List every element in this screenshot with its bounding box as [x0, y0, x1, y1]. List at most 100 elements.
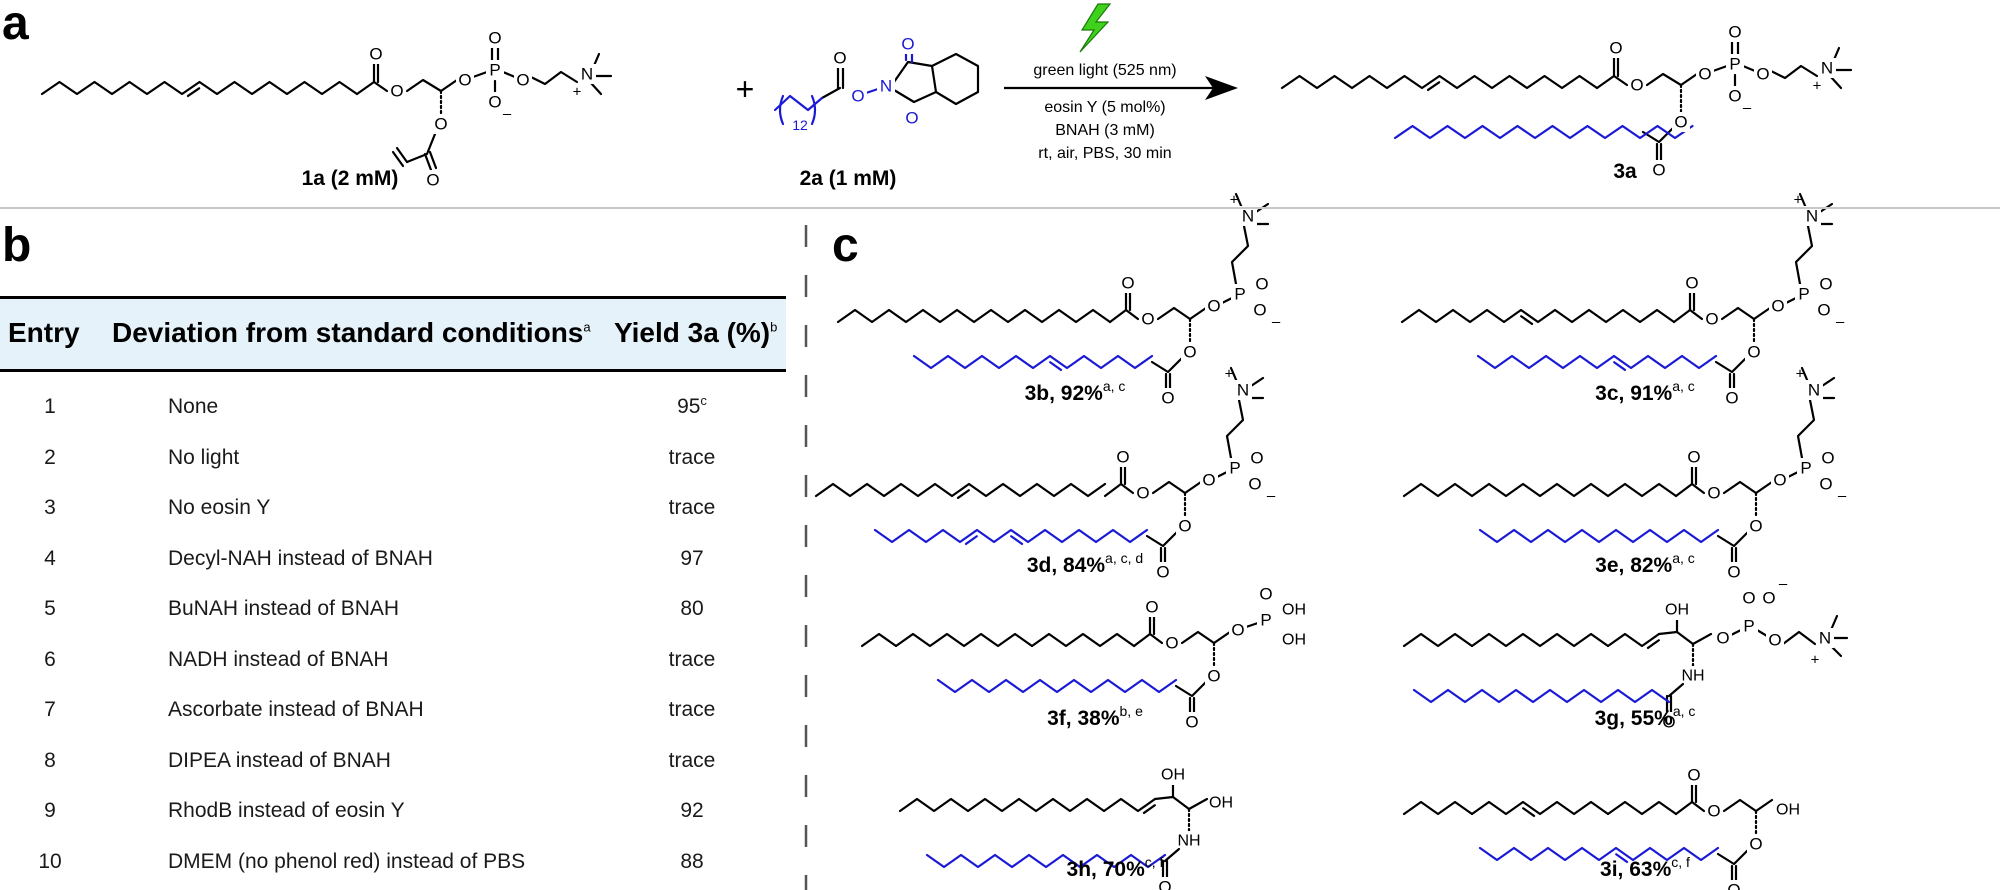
- atom-o: O: [1773, 471, 1786, 490]
- atom-n: N: [1808, 381, 1820, 400]
- atom-o: O: [1207, 297, 1220, 316]
- header-entry: Entry: [8, 317, 80, 348]
- atom-o: O: [1821, 449, 1834, 468]
- row-entry: 3: [44, 496, 56, 519]
- bond-path: [1180, 630, 1232, 645]
- lightning-icon: [1079, 3, 1112, 53]
- bond-path: [1225, 398, 1245, 460]
- atom-mask: [1154, 562, 1172, 582]
- atom-mask: [1119, 273, 1137, 293]
- atom-mask: [1239, 206, 1257, 226]
- atom-mask: [1253, 274, 1271, 294]
- atom-mask: [456, 70, 474, 90]
- atom-o: O: [1687, 448, 1700, 467]
- atom-mask: [1771, 470, 1789, 490]
- atom-oh: OH: [1209, 795, 1233, 812]
- atom-minus: –: [1272, 314, 1281, 331]
- bond: [1220, 296, 1234, 305]
- atom-o: O: [1707, 484, 1720, 503]
- reaction-arrow: [1004, 76, 1238, 100]
- atom-o: O: [1771, 297, 1784, 316]
- atom-plus: +: [1796, 366, 1805, 383]
- atom-o: O: [1165, 634, 1178, 653]
- bond-path: [1153, 795, 1209, 811]
- row-deviation: RhodB instead of eosin Y: [168, 799, 405, 822]
- bond: [1426, 81, 1441, 92]
- atom-nh: NH: [1681, 668, 1704, 685]
- atom-p: P: [1729, 55, 1740, 74]
- bond: [395, 146, 409, 164]
- row-entry: 5: [44, 597, 56, 620]
- atom-o: O: [1756, 65, 1769, 84]
- row-yield: 92: [680, 799, 704, 822]
- atom-mask: [1183, 712, 1201, 732]
- atom-mask: [1795, 284, 1813, 304]
- bond-path: [836, 308, 1112, 324]
- atom-mask: [1176, 516, 1194, 536]
- compound-3f-label: 3f, 38%b, e: [1047, 703, 1143, 730]
- atom-mask: [1769, 296, 1787, 316]
- atom-plus: +: [1813, 78, 1822, 95]
- bond: [589, 81, 603, 96]
- panel-b-letter: b: [2, 219, 32, 272]
- row-entry: 2: [44, 445, 56, 469]
- atom-o: O: [1662, 713, 1675, 732]
- atom-mask: [1231, 284, 1249, 304]
- atom-mask: [1805, 380, 1823, 400]
- atom-o: O: [488, 93, 501, 112]
- row-yield: 97: [680, 546, 704, 570]
- atom-o: O: [1259, 585, 1272, 604]
- atom-oh: OH: [1282, 632, 1306, 649]
- atom-o: O: [1727, 881, 1740, 890]
- atom-o: O: [1161, 389, 1174, 408]
- atom-mask: [1163, 633, 1181, 653]
- atom-mask: [1725, 880, 1743, 890]
- bond-path: [898, 797, 1157, 813]
- row-deviation: DIPEA instead of BNAH: [168, 748, 391, 772]
- bond: [1215, 470, 1229, 479]
- atom-mask: [1726, 22, 1744, 42]
- atom-o: O: [1685, 274, 1698, 293]
- bond-path: [1781, 630, 1817, 646]
- row-yield: trace: [668, 698, 716, 721]
- atom-mask: [1257, 584, 1275, 604]
- atom-mask: [1740, 588, 1758, 608]
- atom-n: N: [1806, 207, 1818, 226]
- atom-mask: [1650, 160, 1668, 180]
- bond-path: [1674, 482, 1706, 498]
- row-entry: 8: [44, 748, 56, 772]
- bond: [1741, 64, 1757, 73]
- table-header: Entry Deviation from standard conditions…: [0, 296, 786, 372]
- atom-o: O: [1728, 87, 1741, 106]
- atom-o: O: [1185, 713, 1198, 732]
- repeat-bracket: [778, 94, 817, 126]
- atom-o: O: [901, 35, 914, 54]
- atom-mask: [1797, 458, 1815, 478]
- panel-c-letter: c: [832, 219, 859, 272]
- bond-path: [930, 52, 980, 106]
- atom-o: O: [1202, 471, 1215, 490]
- atom-mask: [1257, 610, 1275, 630]
- atom-o: O: [1749, 835, 1762, 854]
- bond-path: [1151, 480, 1203, 495]
- atom-mask: [486, 92, 504, 112]
- atom-o: O: [833, 49, 846, 68]
- condition-reductant: BNAH (3 mM): [1055, 122, 1155, 139]
- bond-path: [1714, 356, 1748, 374]
- bond: [964, 535, 978, 546]
- atom-mask: [1246, 474, 1264, 494]
- atom-mask: [578, 64, 596, 84]
- atom-mask: [1248, 448, 1266, 468]
- atom-plus: +: [1230, 192, 1239, 209]
- bond-path: [1145, 530, 1179, 548]
- bond: [1234, 192, 1244, 210]
- condition-catalyst: eosin Y (5 mol%): [1044, 99, 1165, 116]
- bond-path: [405, 78, 459, 93]
- atom-mask: [1685, 765, 1703, 785]
- atom-mask: [1285, 630, 1303, 650]
- atom-n: N: [1242, 207, 1254, 226]
- row-entry: 6: [44, 647, 56, 671]
- atom-o: O: [1652, 161, 1665, 180]
